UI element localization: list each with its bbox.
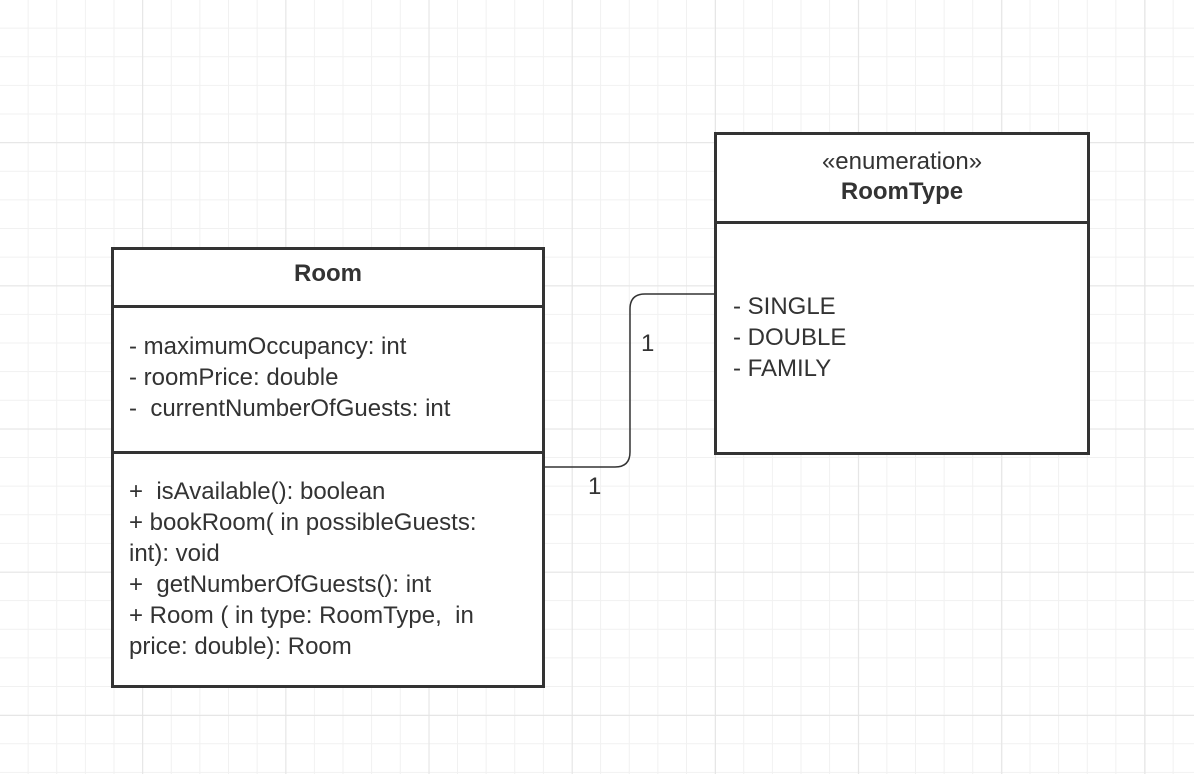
- roomtype-enum-box[interactable]: «enumeration» RoomType - SINGLE - DOUBLE…: [714, 132, 1090, 455]
- roomtype-stereotype: «enumeration»: [821, 148, 983, 175]
- room-class-name: Room: [294, 260, 362, 287]
- roomtype-end-multiplicity: 1: [641, 330, 655, 357]
- room-operation: + getNumberOfGuests(): int: [129, 571, 432, 598]
- room-attribute: - roomPrice: double: [129, 364, 339, 391]
- room-operation: + bookRoom( in possibleGuests: int): voi…: [129, 509, 484, 567]
- room-class-box[interactable]: Room - maximumOccupancy: int - roomPrice…: [111, 247, 545, 688]
- room-class-attributes-section: - maximumOccupancy: int - roomPrice: dou…: [114, 305, 542, 451]
- enum-literal: - FAMILY: [733, 355, 832, 382]
- room-attribute: - maximumOccupancy: int: [129, 333, 407, 360]
- association-line: [545, 293, 715, 468]
- room-operation-list: + isAvailable(): boolean + bookRoom( in …: [114, 476, 522, 662]
- room-attribute: - currentNumberOfGuests: int: [129, 395, 451, 422]
- room-end-multiplicity: 1: [588, 473, 602, 500]
- room-attribute-list: - maximumOccupancy: int - roomPrice: dou…: [114, 331, 542, 424]
- roomtype-name: RoomType: [840, 178, 964, 205]
- roomtype-literals-section: - SINGLE - DOUBLE - FAMILY: [717, 221, 1087, 384]
- room-class-operations-section: + isAvailable(): boolean + bookRoom( in …: [114, 451, 542, 662]
- room-operation: + isAvailable(): boolean: [129, 478, 386, 505]
- roomtype-literal-list: - SINGLE - DOUBLE - FAMILY: [717, 291, 1087, 384]
- enum-literal: - DOUBLE: [733, 324, 847, 351]
- room-class-name-section: Room: [114, 250, 542, 305]
- roomtype-name-section: «enumeration» RoomType: [717, 135, 1087, 221]
- room-operation: + Room ( in type: RoomType, in price: do…: [129, 602, 481, 660]
- enum-literal: - SINGLE: [733, 293, 836, 320]
